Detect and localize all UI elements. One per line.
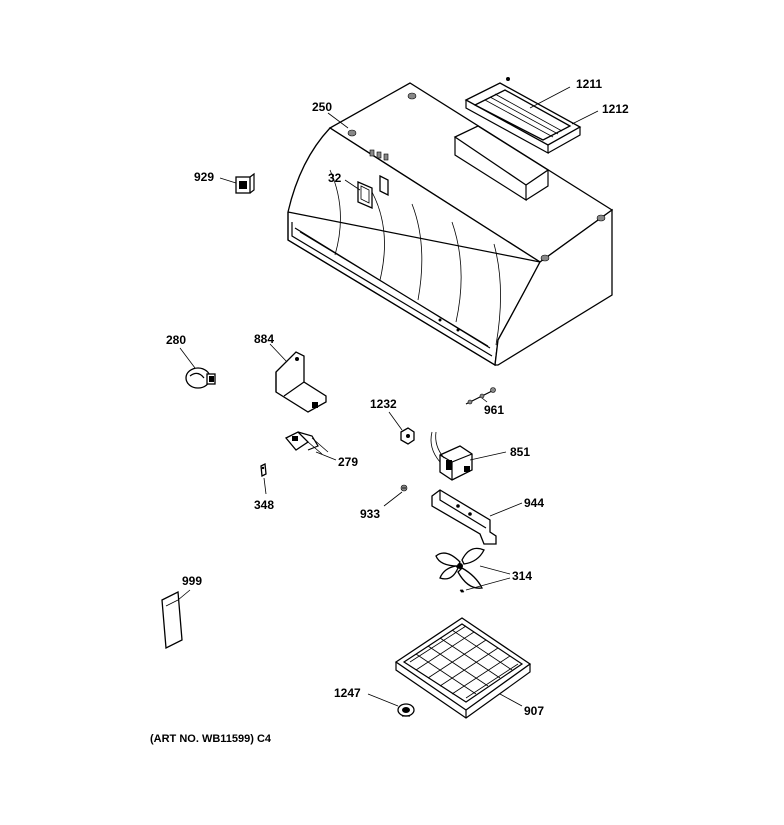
label-907: 907: [524, 704, 544, 718]
label-929: 929: [194, 170, 214, 184]
label-348: 348: [254, 498, 274, 512]
small-screw: [400, 484, 408, 492]
label-1232: 1232: [370, 397, 397, 411]
label-944: 944: [524, 496, 544, 510]
fan-motor: [430, 431, 473, 481]
owner-manual: [161, 590, 183, 650]
part-labels: 1211 1212 250 929 32 280 884 1232 961 85…: [166, 77, 629, 718]
label-1247: 1247: [334, 686, 361, 700]
switch-part: [235, 172, 255, 194]
art-number-caption: (ART NO. WB11599) C4: [150, 733, 272, 745]
label-933: 933: [360, 507, 380, 521]
light-bulb: [185, 367, 216, 389]
damper-assembly: [464, 77, 582, 155]
label-280: 280: [166, 333, 186, 347]
label-999: 999: [182, 574, 202, 588]
motor-bracket: [431, 489, 497, 545]
filter-knob: [397, 703, 415, 717]
label-250: 250: [312, 100, 332, 114]
screw-set: [465, 387, 496, 405]
label-1212: 1212: [602, 102, 629, 116]
fan-blade: [435, 547, 485, 593]
lamp-bracket: [275, 351, 327, 413]
label-961: 961: [484, 403, 504, 417]
label-851: 851: [510, 445, 530, 459]
label-884: 884: [254, 332, 274, 346]
lamp-socket: [284, 431, 329, 455]
grease-filter: [394, 617, 532, 719]
label-32: 32: [328, 171, 342, 185]
label-314: 314: [512, 569, 532, 583]
nut-part: [400, 427, 415, 445]
range-hood-body: [287, 82, 614, 367]
leader-lines: [177, 86, 599, 707]
label-1211: 1211: [576, 77, 602, 91]
label-279: 279: [338, 455, 358, 469]
label-plate: [357, 181, 373, 209]
clip-part: [260, 462, 267, 478]
